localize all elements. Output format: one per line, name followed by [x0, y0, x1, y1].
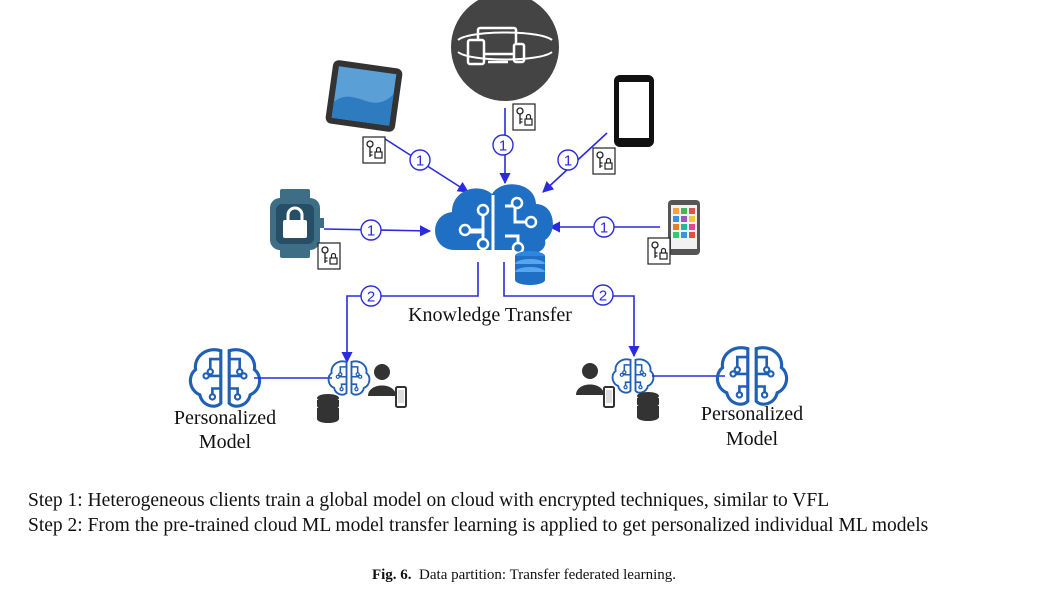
right-mobile-icon	[603, 386, 615, 408]
smartphone-icon	[614, 75, 654, 147]
figure-caption-text: Data partition: Transfer federated learn…	[419, 567, 677, 583]
svg-text:1: 1	[416, 153, 424, 170]
key-lock-icon	[592, 147, 616, 175]
svg-text:2: 2	[599, 288, 607, 305]
figure-label: Fig. 6.	[371, 567, 412, 583]
svg-text:1: 1	[564, 153, 572, 170]
right-model-label-line2: Model	[726, 428, 779, 450]
transfer-federated-learning-diagram: 1 1 1 1 1 2 2	[174, 0, 803, 453]
cloud-database-icon	[515, 251, 545, 285]
key-lock-icon	[647, 237, 671, 265]
key-lock-icon	[317, 242, 341, 270]
left-model-label-line2: Model	[199, 431, 252, 453]
right-client-brain-icon	[611, 358, 655, 394]
right-person-icon	[576, 363, 604, 395]
svg-text:1: 1	[499, 138, 507, 155]
left-client-database-icon	[317, 394, 339, 423]
svg-text:2: 2	[367, 289, 375, 306]
right-client-database-icon	[637, 392, 659, 421]
step-descriptions: Step 1: Heterogeneous clients train a gl…	[28, 488, 928, 538]
svg-text:1: 1	[600, 220, 608, 237]
svg-text:1: 1	[367, 223, 375, 240]
figure-caption: Fig. 6. Data partition: Transfer federat…	[0, 567, 1048, 584]
key-lock-icon	[362, 136, 386, 164]
left-mobile-icon	[395, 386, 407, 408]
multi-device-icon	[451, 0, 559, 101]
right-model-label-line1: Personalized	[701, 403, 803, 425]
left-personalized-model-icon	[188, 348, 262, 408]
key-lock-icon	[512, 103, 536, 131]
left-client-brain-icon	[327, 360, 371, 396]
cloud-brain-icon	[435, 184, 553, 255]
step2-arrows: 2 2	[341, 262, 640, 364]
tablet-icon	[325, 60, 403, 132]
color-phone-icon	[668, 200, 700, 255]
step2-text: Step 2: From the pre-trained cloud ML mo…	[28, 515, 929, 536]
right-personalized-model-icon	[715, 346, 789, 406]
left-person-icon	[368, 364, 396, 396]
left-model-label-line1: Personalized	[174, 407, 276, 429]
step1-markers: 1 1 1 1 1	[360, 134, 615, 241]
knowledge-transfer-label: Knowledge Transfer	[408, 304, 572, 326]
step1-text: Step 1: Heterogeneous clients train a gl…	[28, 490, 830, 511]
smartwatch-icon	[270, 189, 324, 258]
